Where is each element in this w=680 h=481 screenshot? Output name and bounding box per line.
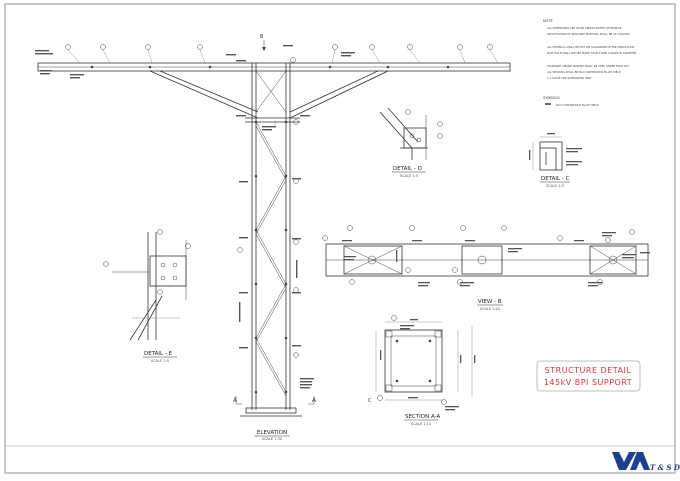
- detail-e: DETAIL - E SCALE 1:5: [103, 229, 191, 363]
- detail-e-scale: SCALE 1:5: [151, 359, 169, 363]
- logo-name: T & S Designer: [650, 463, 680, 472]
- detail-c: DETAIL - C SCALE 1:5: [529, 133, 582, 188]
- view-b: VIEW - B SCALE 1:20: [322, 225, 650, 311]
- note-6: ALL WELDING SHALL BE MAX CONTINUOUS FILL…: [547, 70, 621, 74]
- designer-logo: T & S Designer: [612, 452, 680, 472]
- note-5: STANDARD SPRING WASHER SHALL BE USED UND…: [547, 64, 630, 68]
- notes-heading: NOTE: [543, 19, 553, 23]
- title-line-2: 145kV BPI SUPPORT: [544, 378, 632, 387]
- section-aa-title: SECTION A-A: [405, 414, 440, 420]
- view-marker-b: B: [260, 34, 264, 40]
- view-b-title: VIEW - B: [478, 299, 502, 305]
- section-marker-a-right: A: [312, 397, 317, 404]
- symbols-heading: SYMBOLS: [543, 96, 560, 100]
- note-2: SPECIFICATION OF REQUIRED MATERIAL SHALL…: [547, 32, 630, 36]
- section-aa-scale: SCALE 1:10: [411, 422, 431, 426]
- sheet-border: [4, 3, 676, 474]
- detail-e-title: DETAIL - E: [144, 351, 173, 357]
- detail-d: DETAIL - D SCALE 1:5: [379, 107, 443, 178]
- title-line-1: STRUCTURE DETAIL: [545, 366, 632, 375]
- note-7: 1 A CLOSE FOR SUPPORTING ONLY: [547, 76, 592, 80]
- section-aa: C SECTION A-A SCALE 1:10: [368, 315, 476, 426]
- logo-mark-icon: [612, 452, 636, 470]
- detail-c-title: DETAIL - C: [541, 176, 570, 182]
- elevation-view: A A B ELEVATION SCALE 1:30: [35, 34, 511, 441]
- section-marker-c: C: [368, 398, 372, 404]
- detail-d-scale: SCALE 1:5: [400, 174, 418, 178]
- detail-d-title: DETAIL - D: [393, 166, 422, 172]
- section-marker-a-left: A: [233, 397, 238, 404]
- note-1: ALL DIMENSIONS ARE IN MM UNLESS NOTED OT…: [547, 26, 622, 30]
- title-stamp: STRUCTURE DETAIL 145kV BPI SUPPORT: [536, 360, 641, 392]
- note-4: BOLT HOLE SHALL NOT BE MORE THAN 1.5MM L…: [547, 51, 636, 55]
- notes-block: NOTE ALL DIMENSIONS ARE IN MM UNLESS NOT…: [543, 19, 636, 107]
- detail-c-scale: SCALE 1:5: [546, 184, 564, 188]
- view-b-scale: SCALE 1:20: [480, 307, 500, 311]
- elevation-title: ELEVATION: [257, 430, 287, 436]
- symbol-weld: 6mm CONTINUOUS FILLET WELD: [556, 103, 599, 107]
- elevation-scale: SCALE 1:30: [262, 437, 282, 441]
- note-3: ALL MATERIAL SHALL BE HOT DIP GALVANIZED…: [547, 45, 635, 49]
